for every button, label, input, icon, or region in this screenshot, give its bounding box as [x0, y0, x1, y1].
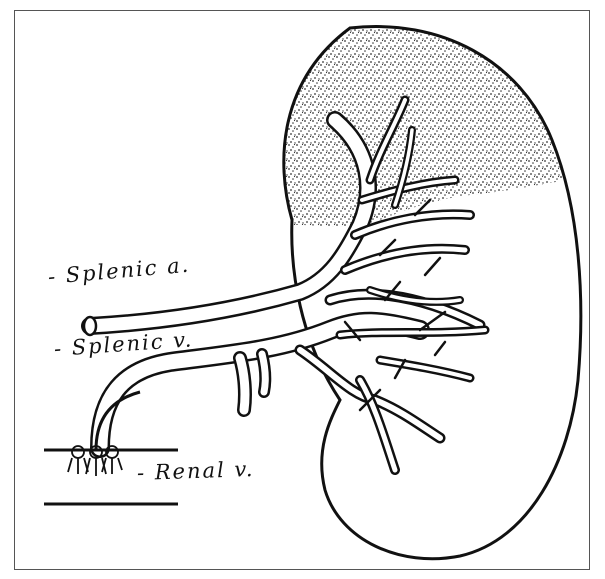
artery-cut-end: [84, 317, 96, 335]
renal-vein: [44, 392, 178, 504]
label-renal-vein: - Renal v.: [137, 457, 255, 485]
